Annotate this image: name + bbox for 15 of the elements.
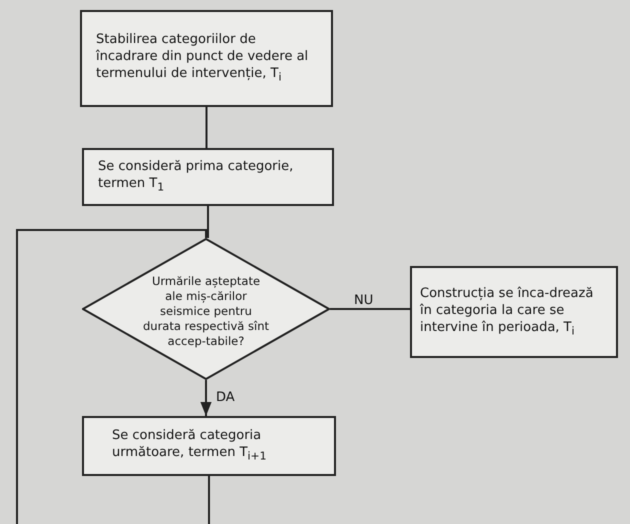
process-box [82, 148, 334, 206]
box-text: Urmările așteptate ale miș-cărilor seismice pentru durata respectivă sînt accep-tabile? [142, 274, 270, 348]
box-text: Stabilirea categoriilor de încadrare din punct de vedere al termenului de intervenție, T$_{i}$ [95, 31, 310, 86]
box-text: Se consideră categoria următoare, termen T$_{i+1}$ [111, 427, 268, 465]
connector-line [330, 308, 410, 310]
connector-line [207, 206, 209, 238]
arrow [200, 380, 212, 416]
process-box [80, 10, 333, 107]
box-text: Se consideră prima categorie, termen T$_{1}$ [97, 158, 294, 196]
process-box [82, 416, 336, 476]
box-text: Construcția se înca-drează în categoria la care se intervine în perioada, T$_{i}$ [419, 284, 594, 340]
decision-diamond [82, 238, 330, 380]
connector-line [206, 107, 208, 148]
process-box [410, 266, 618, 358]
connector-line [16, 229, 210, 524]
